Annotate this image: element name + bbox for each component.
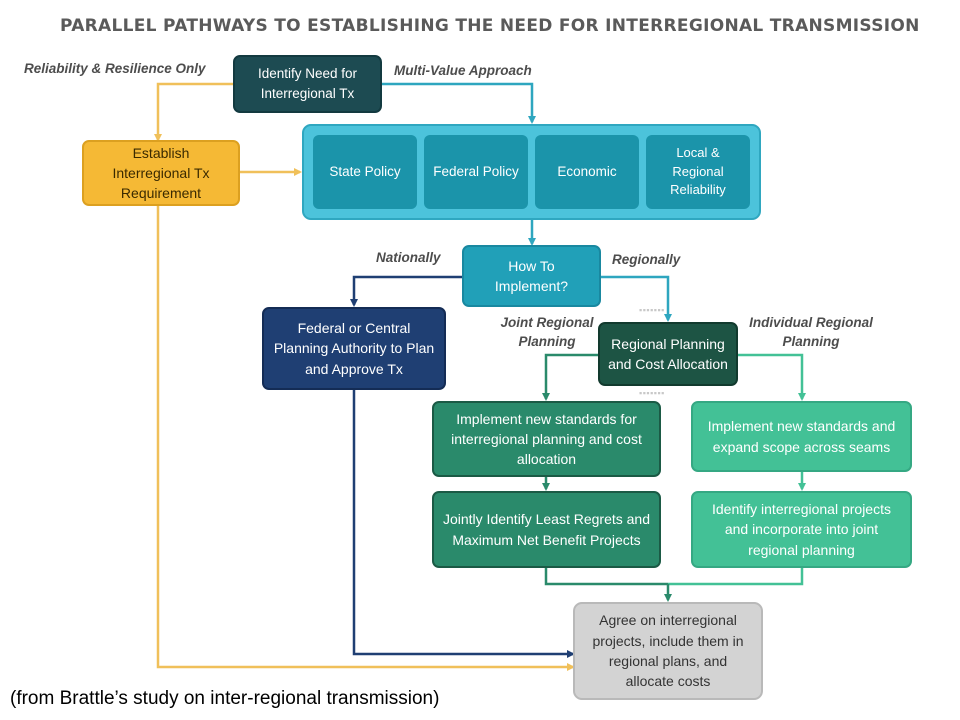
identify-projects-box: Identify interregional projects and inco… [691, 491, 912, 568]
label-reliability-only: Reliability & Resilience Only [24, 61, 206, 76]
establish-requirement-text: Establish Interregional Tx Requirement [112, 144, 210, 202]
local-regional-reliability-text: Local & Regional Reliability [670, 144, 726, 198]
arrow-individual-to-agree [668, 568, 804, 586]
label-nationally: Nationally [376, 250, 441, 265]
federal-policy-box: Federal Policy [424, 135, 528, 209]
identify-need-box: Identify Need for Interregional Tx [233, 55, 382, 113]
arrow-regional-to-individual [738, 353, 806, 401]
faded-mark-top: ▪▪▪▪▪▪▪ [639, 305, 665, 315]
establish-requirement-box: Establish Interregional Tx Requirement [82, 140, 240, 206]
jointly-identify-text: Jointly Identify Least Regrets and Maxim… [442, 511, 650, 548]
jointly-identify-box: Jointly Identify Least Regrets and Maxim… [432, 491, 661, 568]
federal-central-authority-box: Federal or Central Planning Authority to… [262, 307, 446, 390]
arrow-identify-to-drivers [382, 82, 536, 124]
agree-box: Agree on interregional projects, include… [573, 602, 763, 700]
faded-mark-bottom: ▪▪▪▪▪▪▪ [639, 388, 665, 398]
regional-planning-box: Regional Planning and Cost Allocation [598, 322, 738, 386]
diagram-title: PARALLEL PATHWAYS TO ESTABLISHING THE NE… [60, 16, 920, 36]
local-regional-reliability-box: Local & Regional Reliability [646, 135, 750, 209]
how-to-implement-text: How To Implement? [494, 257, 569, 294]
arrow-federal-to-agree [352, 390, 575, 658]
arrow-reliability-to-establish [154, 82, 233, 142]
economic-box: Economic [535, 135, 639, 209]
label-multi-value: Multi-Value Approach [394, 63, 532, 78]
how-to-implement-box: How To Implement? [462, 245, 601, 307]
label-regionally: Regionally [612, 252, 681, 267]
state-policy-box: State Policy [313, 135, 417, 209]
identify-need-text: Identify Need for Interregional Tx [257, 66, 358, 101]
arrow-joint-to-agree [544, 568, 668, 586]
identify-projects-text: Identify interregional projects and inco… [712, 501, 891, 558]
arrow-how-to-regional [601, 275, 672, 322]
individual-standards-box: Implement new standards and expand scope… [691, 401, 912, 472]
state-policy-text: State Policy [329, 164, 401, 180]
federal-policy-text: Federal Policy [433, 164, 519, 180]
arrow-establish-to-agree [156, 206, 575, 671]
regional-planning-text: Regional Planning and Cost Allocation [608, 335, 728, 372]
label-individual-regional: Individual Regional Planning [749, 315, 873, 349]
arrow-regional-to-joint [542, 353, 600, 401]
individual-standards-text: Implement new standards and expand scope… [707, 418, 896, 455]
arrow-how-to-federal [350, 275, 462, 307]
joint-standards-box: Implement new standards for interregiona… [432, 401, 661, 477]
label-joint-regional: Joint Regional Planning [500, 315, 594, 349]
source-caption: (from Brattle’s study on inter-regional … [10, 688, 440, 709]
joint-standards-text: Implement new standards for interregiona… [451, 410, 642, 468]
economic-text: Economic [557, 164, 617, 180]
federal-central-authority-text: Federal or Central Planning Authority to… [273, 320, 435, 377]
agree-text: Agree on interregional projects, include… [592, 612, 744, 690]
